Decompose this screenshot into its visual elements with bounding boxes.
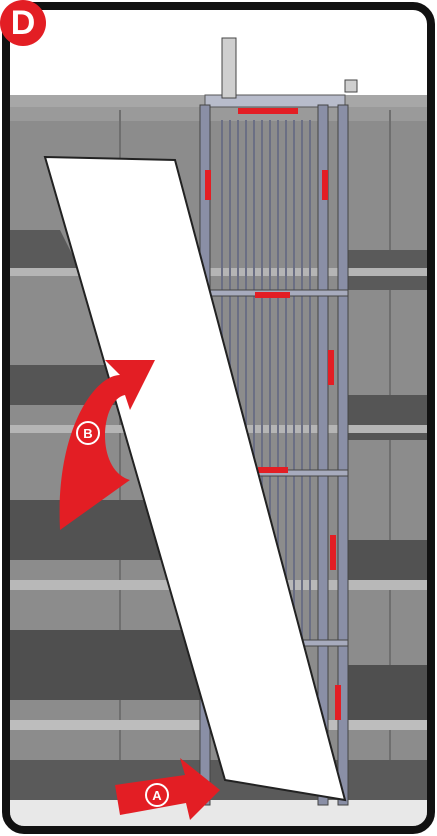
step-badge: D <box>0 0 46 46</box>
callout-b-label: B <box>83 426 92 441</box>
callout-a-label: A <box>152 788 162 803</box>
